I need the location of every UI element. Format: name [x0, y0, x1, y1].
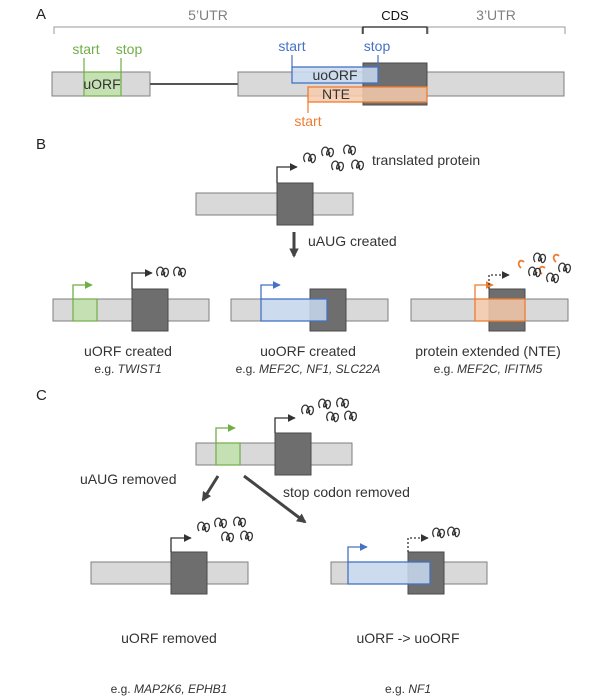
b-right-orange-arrow: [474, 281, 494, 299]
uaug-created-label: uAUG created: [308, 233, 397, 249]
c-left-cds: [170, 551, 208, 595]
b-right-orange-tail-3: [552, 253, 560, 263]
uorf-label: uORF: [83, 76, 120, 92]
b-left-black-arrow: [131, 269, 153, 289]
b-left-protein-icon: [156, 266, 187, 278]
utr5-bracket: [53, 26, 363, 34]
b-right-nte: [474, 298, 526, 322]
c-left-diag-arrow: [201, 475, 220, 502]
panel-b: B translated protein uAUG created uORF c…: [36, 136, 572, 376]
b-right-orange-tail-1: [517, 259, 525, 269]
nte-example: e.g. MEF2C, IFITM5: [434, 362, 543, 376]
b-right-protein-icon: [517, 252, 572, 284]
uorf-stop-label: stop: [116, 41, 143, 57]
nte-example-prefix: e.g.: [434, 362, 457, 376]
b-left-green-arrow: [72, 281, 93, 299]
nte-start-label: start: [294, 113, 321, 129]
panel-a: A 5’UTR CDS 3’UTR uORF start stop uoORF …: [36, 6, 566, 129]
uoorf-stop-label: stop: [364, 38, 391, 54]
uorf-removed-label: uORF removed: [121, 630, 217, 646]
b-top-cds: [276, 182, 314, 226]
b-right-orange-tail-2: [538, 265, 546, 275]
c-top-protein-icon: [301, 397, 358, 423]
c-right-uoorf: [347, 561, 431, 585]
uoorf-created-example-prefix: e.g.: [236, 362, 259, 376]
b-right-dotted-arrow: [488, 271, 510, 289]
utr5-label: 5’UTR: [188, 7, 228, 23]
utr3-label: 3’UTR: [476, 7, 516, 23]
b-left-cds: [131, 288, 169, 332]
panel-c-letter: C: [36, 387, 47, 404]
stop-codon-removed-label: stop codon removed: [283, 484, 410, 500]
uorf-removed-example: e.g. MAP2K6, EPHB1: [111, 682, 228, 696]
uoorf-created-example: e.g. MEF2C, NF1, SLC22A: [236, 362, 381, 376]
uorf-removed-example-genes: MAP2K6, EPHB1: [134, 682, 227, 696]
c-right-dotted-arrow: [407, 534, 429, 552]
b-left-uorf: [72, 298, 98, 322]
uoorf-start-label: start: [278, 38, 305, 54]
c-top-green-arrow: [215, 424, 236, 443]
nte-example-genes: MEF2C, IFITM5: [457, 362, 543, 376]
c-top-uorf: [215, 442, 241, 466]
uorf-removed-example-prefix: e.g.: [111, 682, 134, 696]
nte-box: [307, 86, 428, 103]
b-mid-blue-arrow: [260, 281, 281, 299]
cds-bracket: [362, 26, 428, 34]
b-top-arrow: [276, 163, 298, 183]
panel-b-letter: B: [36, 136, 46, 153]
cds-label: CDS: [381, 8, 409, 23]
c-left-protein-icon: [197, 516, 254, 543]
uoorf-label: uoORF: [312, 67, 357, 83]
uorf-to-uoorf-label: uORF -> uoORF: [356, 630, 459, 646]
c-right-blue-arrow: [347, 543, 368, 562]
nte-label: NTE: [322, 86, 350, 102]
c-top-black-arrow: [274, 414, 296, 433]
b-top-exon: [195, 192, 354, 216]
b-mid-uoorf: [260, 298, 328, 322]
uorf-to-uoorf-example: e.g. NF1: [385, 682, 431, 696]
uorf-box: [83, 71, 122, 97]
translated-protein-label: translated protein: [372, 152, 480, 168]
uorf-created-example-prefix: e.g.: [94, 362, 117, 376]
panel-a-letter: A: [36, 6, 46, 23]
utr3-bracket: [427, 26, 566, 34]
c-right-diag-arrow: [243, 474, 307, 524]
c-top-cds: [274, 432, 312, 476]
uorf-to-uoorf-example-prefix: e.g.: [385, 682, 408, 696]
uoorf-created-example-genes: MEF2C, NF1, SLC22A: [259, 362, 380, 376]
uorf-created-example: e.g. TWIST1: [94, 362, 161, 376]
uorf-created-label: uORF created: [84, 343, 172, 359]
c-right-protein-icon: [432, 526, 461, 539]
protein-extended-label: protein extended (NTE): [415, 343, 561, 359]
uoorf-box: [291, 66, 379, 84]
b-top-protein-icon: [303, 144, 365, 172]
uorf-start-label: start: [72, 41, 99, 57]
uaug-removed-label: uAUG removed: [80, 471, 176, 487]
c-left-exon: [90, 561, 249, 585]
uoorf-created-label: uoORF created: [260, 343, 356, 359]
uorf-created-example-genes: TWIST1: [118, 362, 162, 376]
c-left-black-arrow: [170, 534, 192, 552]
panel-c: C uAUG removed stop codon removed: [36, 387, 488, 696]
uorf-to-uoorf-example-genes: NF1: [408, 682, 431, 696]
